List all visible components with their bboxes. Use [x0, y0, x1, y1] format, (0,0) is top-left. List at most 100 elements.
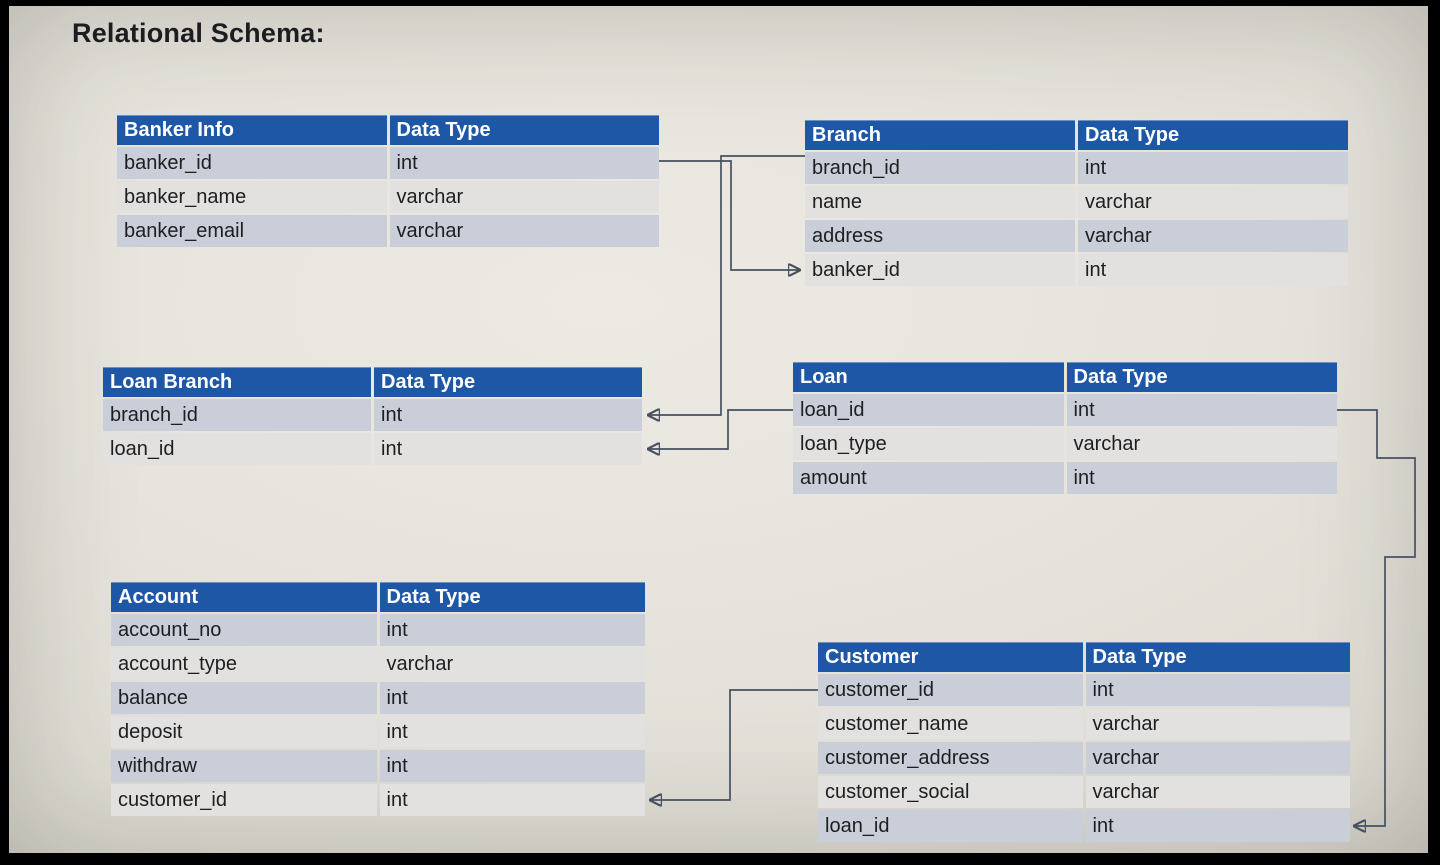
data-type-cell: int — [1066, 462, 1337, 494]
field-name-cell: loan_type — [793, 428, 1064, 460]
field-name-cell: address — [805, 220, 1075, 252]
data-type-cell: varchar — [1078, 186, 1348, 218]
data-type-cell: int — [1066, 394, 1337, 426]
field-name-cell: withdraw — [111, 750, 377, 782]
data-type-cell: int — [374, 399, 642, 431]
data-type-cell: int — [379, 716, 645, 748]
field-name-cell: customer_id — [818, 674, 1083, 706]
field-name-cell: account_no — [111, 614, 377, 646]
field-name-cell: banker_name — [117, 181, 387, 213]
field-name-cell: branch_id — [103, 399, 371, 431]
table-title-cell: Loan Branch — [103, 367, 371, 397]
type-header-cell: Data Type — [374, 367, 642, 397]
field-name-cell: banker_email — [117, 215, 387, 247]
connector-branch-loanbranch — [649, 155, 805, 415]
type-header-cell: Data Type — [1066, 362, 1337, 392]
field-name-cell: account_type — [111, 648, 377, 680]
data-type-cell: varchar — [1085, 776, 1350, 808]
connector-customer-account — [651, 689, 818, 800]
data-type-cell: int — [379, 750, 645, 782]
connector-loan-customer — [1337, 409, 1416, 826]
field-name-cell: loan_id — [103, 433, 371, 465]
table-title-cell: Banker Info — [117, 115, 387, 145]
table-title-cell: Account — [111, 582, 377, 612]
field-name-cell: banker_id — [805, 254, 1075, 286]
data-type-cell: int — [1085, 674, 1350, 706]
data-type-cell: varchar — [389, 181, 659, 213]
data-type-cell: int — [379, 614, 645, 646]
relationship-connectors — [9, 155, 1416, 853]
type-header-cell: Data Type — [1078, 120, 1348, 150]
data-type-cell: int — [379, 682, 645, 714]
field-name-cell: customer_id — [111, 784, 377, 816]
table-title-cell: Customer — [818, 642, 1083, 672]
data-type-cell: int — [1085, 810, 1350, 842]
field-name-cell: name — [805, 186, 1075, 218]
field-name-cell: banker_id — [117, 147, 387, 179]
data-type-cell: int — [389, 147, 659, 179]
field-name-cell: customer_social — [818, 776, 1083, 808]
data-type-cell: varchar — [379, 648, 645, 680]
data-type-cell: varchar — [1085, 742, 1350, 774]
field-name-cell: loan_id — [793, 394, 1064, 426]
data-type-cell: varchar — [1085, 708, 1350, 740]
data-type-cell: int — [1078, 152, 1348, 184]
table-title-cell: Loan — [793, 362, 1064, 392]
data-type-cell: int — [374, 433, 642, 465]
field-name-cell: balance — [111, 682, 377, 714]
data-type-cell: varchar — [389, 215, 659, 247]
field-name-cell: customer_name — [818, 708, 1083, 740]
type-header-cell: Data Type — [1085, 642, 1350, 672]
data-type-cell: int — [1078, 254, 1348, 286]
type-header-cell: Data Type — [379, 582, 645, 612]
data-type-cell: int — [379, 784, 645, 816]
type-header-cell: Data Type — [389, 115, 659, 145]
connector-bankerinfo-branch — [659, 160, 799, 270]
data-type-cell: varchar — [1066, 428, 1337, 460]
field-name-cell: loan_id — [818, 810, 1083, 842]
connector-loan-loanbranch — [649, 409, 793, 449]
table-title-cell: Branch — [805, 120, 1075, 150]
field-name-cell: amount — [793, 462, 1064, 494]
field-name-cell: branch_id — [805, 152, 1075, 184]
field-name-cell: deposit — [111, 716, 377, 748]
page-title: Relational Schema: — [72, 18, 325, 48]
